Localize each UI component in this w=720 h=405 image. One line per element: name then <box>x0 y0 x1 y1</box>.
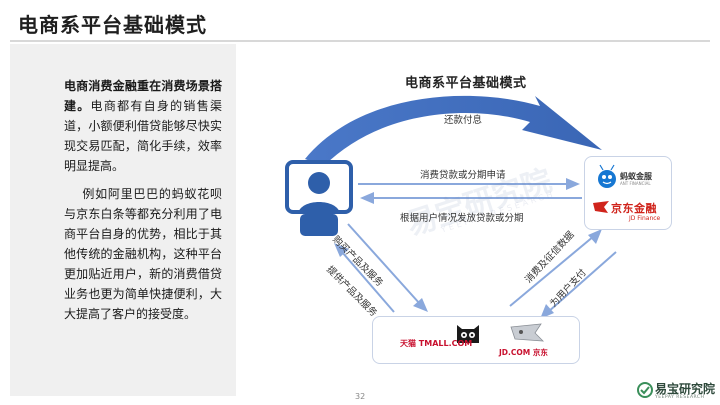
tmall-name: 天猫 TMALL.COM <box>400 339 473 348</box>
jd-finance-name: 京东金融 <box>611 202 657 215</box>
jd-finance-sub: JD Finance <box>629 215 661 222</box>
label-apply: 消费贷款或分期申请 <box>420 170 506 181</box>
jd-dog-logo-icon <box>510 323 545 342</box>
paragraph-example-text: 例如阿里巴巴的蚂蚁花呗与京东白条等都充分利用了电商平台自身的优势，相比于其他传统… <box>64 187 222 321</box>
loan-arrow <box>360 192 582 204</box>
tmall-cat-logo-icon <box>457 325 479 343</box>
apply-arrow <box>358 178 580 190</box>
buy-arrow <box>347 223 428 312</box>
ant-financial-logo-icon <box>598 164 616 188</box>
user-icon <box>285 160 353 236</box>
paragraph-intro: 电商消费金融重在消费场景搭建。电商都有自身的销售渠道，小额便利借贷能够尽快实现交… <box>64 76 222 176</box>
ecommerce-platforms-box: 天猫 TMALL.COM JD.COM 京东 <box>372 316 580 364</box>
page-number: 32 <box>355 392 366 401</box>
label-loan: 根据用户情况发放贷款或分期 <box>400 213 524 224</box>
paragraph-example: 例如阿里巴巴的蚂蚁花呗与京东白条等都充分利用了电商平台自身的优势，相比于其他传统… <box>64 184 222 324</box>
repay-arc-arrow <box>305 95 602 166</box>
paragraph-intro-bold: 电商消费金融重在消费场景搭建。 <box>64 79 222 113</box>
pay-arrow <box>540 251 617 319</box>
diagram-title: 电商系平台基础模式 <box>405 76 527 91</box>
brand-name: 易宝研究院 <box>655 382 716 396</box>
label-repay: 还款付息 <box>444 115 483 126</box>
brand-footer: 易宝研究院 YEEPAY RESEARCH <box>637 380 717 402</box>
brand-sub: YEEPAY RESEARCH <box>655 395 705 400</box>
slide-title: 电商系平台基础模式 <box>18 13 207 37</box>
data-arrow <box>509 229 602 307</box>
paragraph-intro-rest: 电商都有自身的销售渠道，小额便利借贷能够尽快实现交易匹配，简化手续，效率明显提高… <box>64 99 222 173</box>
provide-arrow <box>334 243 395 313</box>
left-text-panel <box>10 44 236 396</box>
yeepay-logo-icon <box>637 382 653 398</box>
title-divider <box>10 40 710 42</box>
jd-com-name: JD.COM 京东 <box>499 348 548 357</box>
ant-financial-sub: ANT FINANCIAL <box>620 181 651 186</box>
jd-finance-logo-icon <box>593 201 609 213</box>
ant-financial-name: 蚂蚁金服 <box>620 172 652 181</box>
finance-institutions-box: 蚂蚁金服 ANT FINANCIAL 京东金融 JD Finance <box>584 156 672 230</box>
